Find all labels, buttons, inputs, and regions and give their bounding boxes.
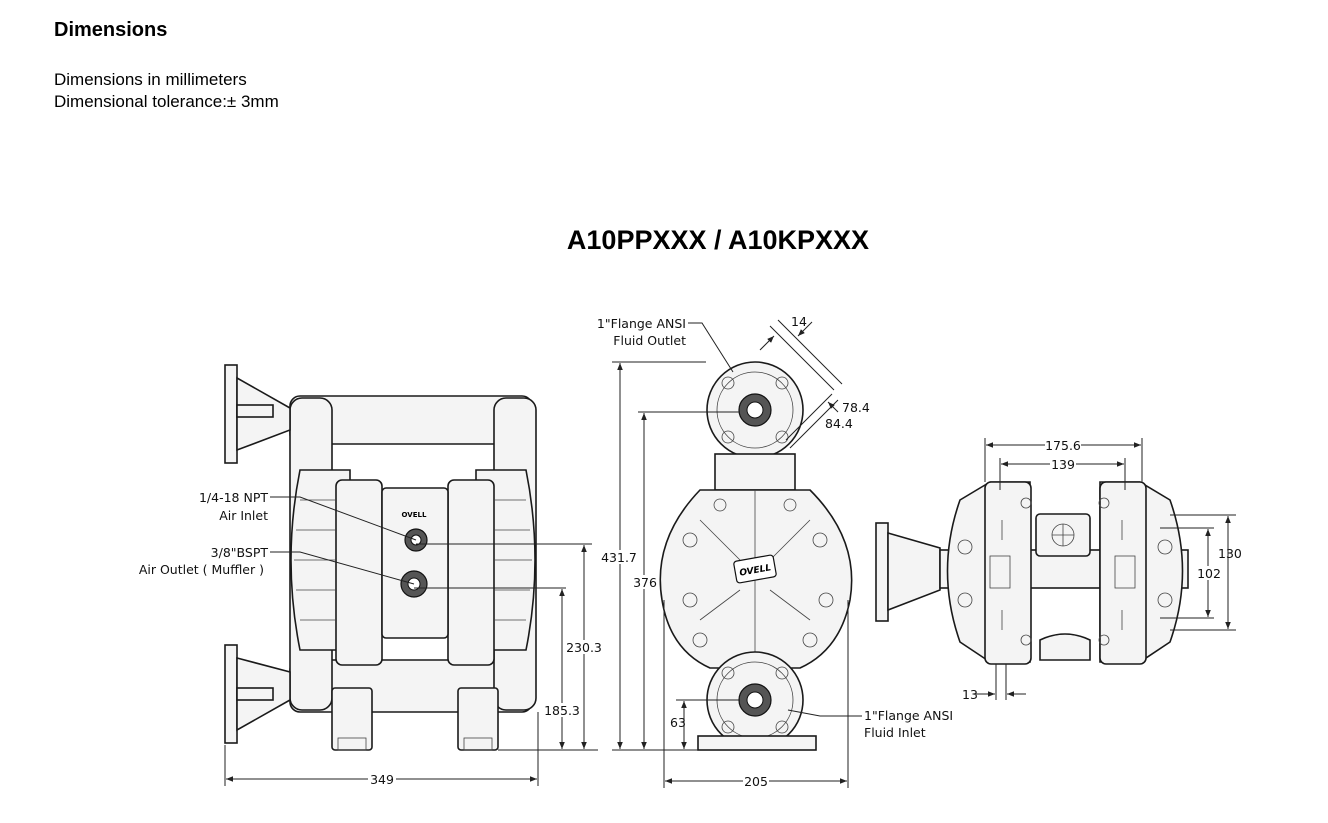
dim-inlet-height: 63 <box>670 715 686 730</box>
dim-overall-height: 431.7 <box>601 550 637 565</box>
air-outlet-label-1: 3/8"BSPT <box>211 545 269 560</box>
page-title: Dimensions <box>54 19 168 41</box>
dim-mount-height-outer: 130 <box>1218 546 1242 561</box>
inlet-label-2: Fluid Inlet <box>864 725 926 740</box>
air-outlet-label-2: Air Outlet ( Muffler ) <box>139 562 264 577</box>
top-view: 175.6 139 130 102 13 <box>875 438 1242 702</box>
dim-flange-thickness: 14 <box>791 314 807 329</box>
units-note: Dimensions in millimeters <box>54 70 247 89</box>
air-inlet-label-1: 1/4-18 NPT <box>199 490 268 505</box>
outlet-label-1: 1"Flange ANSI <box>597 316 686 331</box>
dim-bolt-circle-outer: 84.4 <box>825 416 853 431</box>
dim-width-front: 349 <box>370 772 394 787</box>
side-view: OVELL 1"Flange ANSI Fluid Outlet 1"Flang… <box>597 314 953 789</box>
model-title: A10PPXXX / A10KPXXX <box>566 225 870 255</box>
dim-air-inlet-height: 185.3 <box>544 703 580 718</box>
front-view: OVELL 1/4-18 NPT Air Inlet 3/8"BSPT Air … <box>139 364 602 787</box>
air-inlet-label-2: Air Inlet <box>219 508 268 523</box>
dim-flange-center-height: 376 <box>633 575 657 590</box>
dim-mount-span-inner: 139 <box>1051 457 1075 472</box>
dim-mount-span-outer: 175.6 <box>1045 438 1081 453</box>
brand-mark-front: OVELL <box>402 511 427 519</box>
outlet-label-2: Fluid Outlet <box>613 333 686 348</box>
tolerance-note: Dimensional tolerance:± 3mm <box>54 92 279 111</box>
dim-bolt-circle-inner: 78.4 <box>842 400 870 415</box>
dim-base-width: 205 <box>744 774 768 789</box>
dim-air-outlet-height: 230.3 <box>566 640 602 655</box>
dim-mount-height-inner: 102 <box>1197 566 1221 581</box>
dim-slot-width: 13 <box>962 687 978 702</box>
inlet-label-1: 1"Flange ANSI <box>864 708 953 723</box>
